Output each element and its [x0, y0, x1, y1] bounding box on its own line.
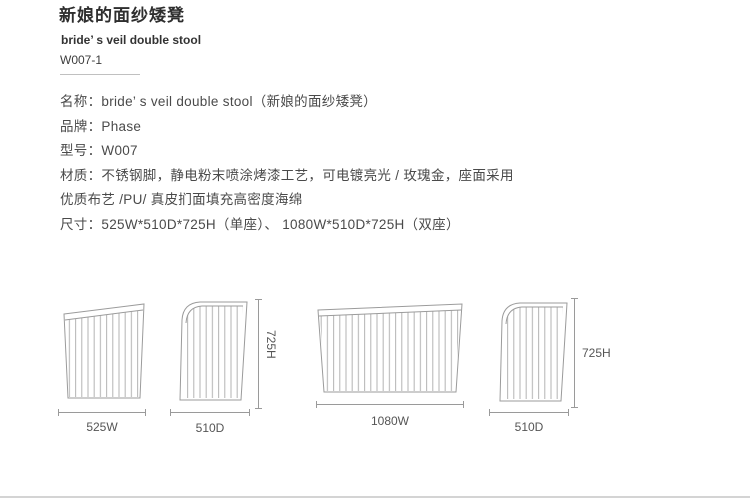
dim-label-525w: 525W: [86, 420, 118, 434]
page-bottom-divider: [0, 496, 750, 498]
spec-line-size: 尺寸：525W*510D*725H（单座）、 1080W*510D*725H（双…: [60, 216, 460, 232]
spec-line-brand: 品牌：Phase: [60, 118, 142, 134]
double-stool-front-drawing: [312, 296, 468, 398]
spec-list: 名称：bride’ s veil double stool（新娘的面纱矮凳） 品…: [60, 90, 514, 238]
spec-line-material: 材质：不锈钢脚，静电粉末喷涂烤漆工艺，可电镀亮光 / 玫瑰金，座面采用: [60, 167, 514, 183]
spec-line-name: 名称：bride’ s veil double stool（新娘的面纱矮凳）: [60, 94, 377, 109]
single-stool-front-drawing: [54, 298, 154, 404]
double-stool-side-drawing: [486, 293, 578, 407]
dim-line-725h-1: [255, 299, 262, 409]
dim-line-725h-2: [571, 298, 578, 408]
model-code: W007-1: [60, 53, 103, 67]
dim-label-725h-2: 725H: [582, 346, 611, 360]
dim-label-1080w: 1080W: [370, 414, 410, 428]
dim-line-525w: [58, 409, 146, 416]
single-stool-side-drawing: [166, 292, 258, 406]
spec-line-material-cont: 优质布艺 /PU/ 真皮扪面填充高密度海绵: [60, 192, 303, 208]
dim-label-510d-1: 510D: [195, 421, 225, 435]
dim-line-510d-2: [489, 409, 569, 416]
page-title: 新娘的面纱矮凳: [59, 6, 185, 25]
dim-label-725h-1: 725H: [264, 330, 278, 359]
spec-line-model: 型号：W007: [60, 143, 138, 159]
product-subtitle-en: bride’ s veil double stool: [61, 33, 202, 47]
dim-line-510d-1: [170, 409, 250, 416]
header-divider: [60, 74, 140, 75]
dim-line-1080w: [316, 401, 464, 408]
dim-label-510d-2: 510D: [514, 420, 544, 434]
